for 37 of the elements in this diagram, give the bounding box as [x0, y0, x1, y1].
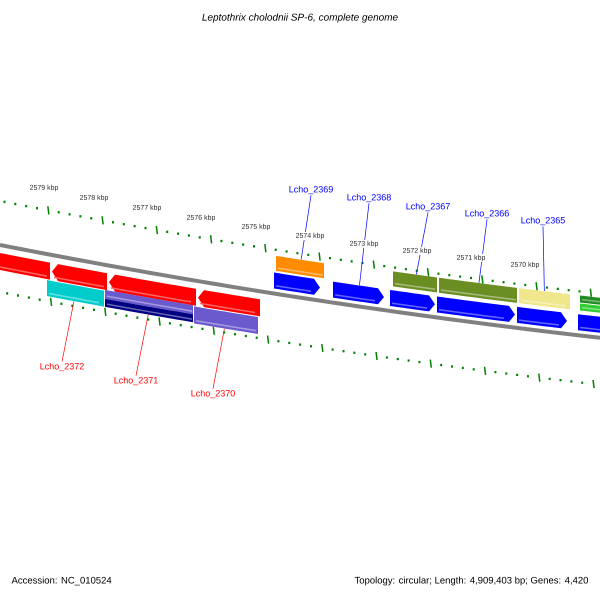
gene-block [0, 252, 50, 280]
gene-bar [393, 271, 437, 292]
leader-line [478, 219, 488, 284]
title: Leptothrix cholodnii SP-6, complete genome [202, 13, 398, 23]
gene-block [274, 272, 320, 295]
gene-bar [519, 288, 570, 310]
gene-block [333, 282, 384, 304]
gene-label: Lcho_2372 [40, 362, 84, 372]
gene-block [198, 290, 260, 316]
leader-line [542, 226, 545, 292]
leader-line [136, 314, 149, 376]
gene-bar [276, 256, 324, 278]
leader-line [62, 301, 74, 362]
leader-line [359, 203, 370, 286]
gene-block [517, 306, 567, 328]
gene-label: Lcho_2366 [465, 210, 509, 218]
gene-label: Lcho_2368 [347, 194, 391, 202]
leader-line [300, 195, 312, 260]
gene-label: Lcho_2369 [289, 186, 333, 194]
gene-label: Lcho_2371 [114, 376, 158, 386]
accession-text: Accession: NC_010524 [12, 576, 112, 586]
gene-bar [105, 298, 193, 322]
leader-line [416, 212, 428, 275]
gene-bar [194, 306, 258, 334]
gene-bar [580, 303, 600, 314]
gene-block [437, 296, 515, 322]
gene-bar [47, 280, 104, 307]
gene-block [390, 290, 435, 312]
gene-label: Lcho_2365 [521, 216, 565, 226]
gene-block [109, 274, 196, 306]
gene-label: Lcho_2370 [191, 390, 235, 398]
leader-line [212, 328, 225, 389]
gene-label: Lcho_2367 [406, 202, 450, 212]
gene-bar [439, 278, 517, 303]
genome-info-text: Topology: circular; Length: 4,909,403 bp; Genes: 4,420 [354, 576, 588, 586]
gene-block [578, 314, 600, 334]
gene-block [52, 264, 107, 290]
